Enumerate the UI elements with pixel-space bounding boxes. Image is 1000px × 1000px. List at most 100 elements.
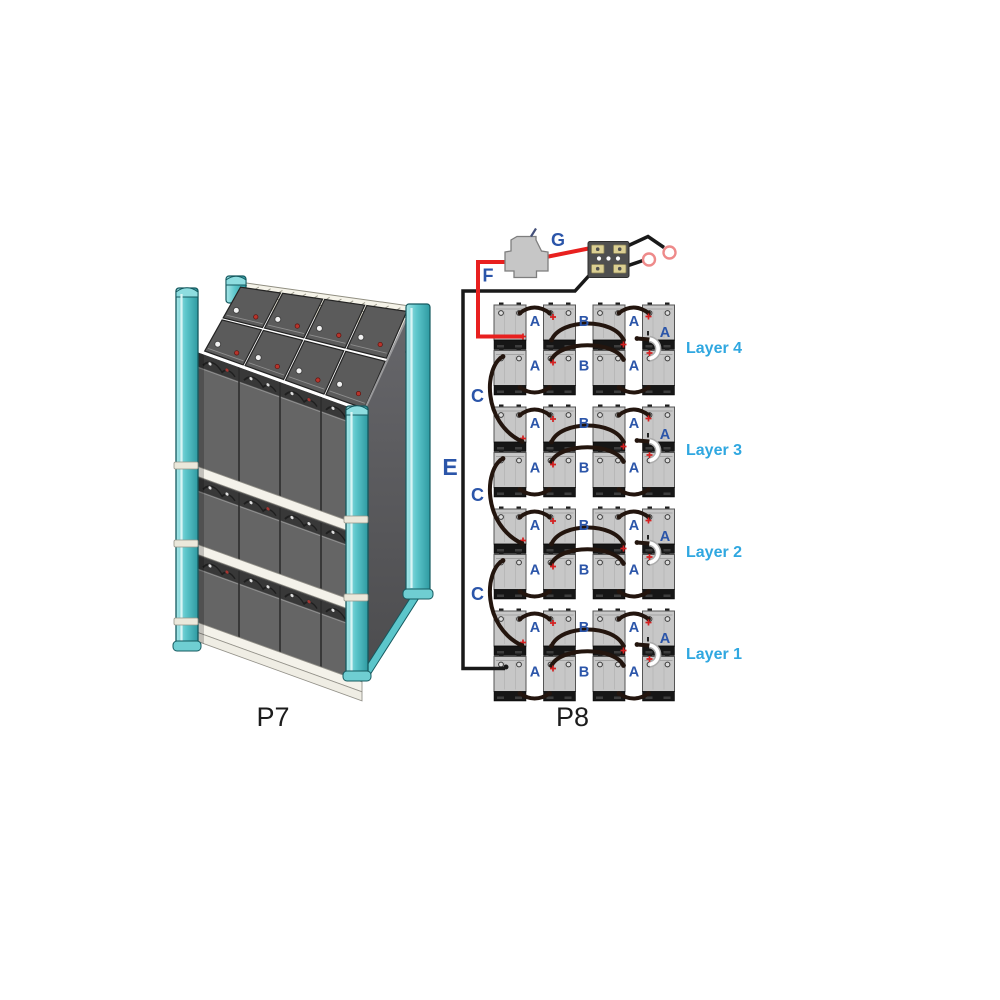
battery-terminal: [565, 457, 572, 464]
cable-lug: [547, 691, 552, 696]
connection-label-a: A: [530, 416, 541, 432]
cable-lug: [517, 589, 523, 594]
positive-terminal-mark: [550, 563, 556, 570]
cable-lug: [547, 310, 552, 316]
battery-terminal: [615, 355, 621, 362]
battery-cell-body: [493, 554, 527, 590]
cable-lug: [616, 616, 622, 622]
series-cable-a: [518, 691, 551, 701]
battery-rack-p7: [172, 275, 434, 702]
battery-cell: [493, 608, 527, 656]
rack-battery-top: [244, 329, 304, 381]
battery-cell: [543, 348, 576, 396]
battery-terminal: [565, 661, 572, 668]
cable-lug: [517, 616, 523, 622]
battery-terminal-nub: [598, 608, 603, 612]
series-cable-a: [518, 385, 551, 395]
positive-terminal-mark: [550, 620, 556, 626]
battery-terminal-nub: [598, 450, 603, 454]
series-cable-a: [518, 487, 551, 497]
battery-terminal: [664, 616, 671, 622]
positive-terminal-mark: [620, 545, 627, 552]
rack-battery-top: [203, 319, 263, 366]
series-cable-a: [617, 385, 650, 395]
connection-label-a: A: [660, 631, 671, 647]
battery-terminal-cap-red: [294, 323, 300, 329]
positive-terminal-mark: [550, 518, 556, 524]
connection-label-a: A: [629, 620, 640, 636]
battery-terminal-cap-red: [253, 314, 259, 320]
cable-lug: [547, 616, 552, 622]
battery-terminal: [565, 559, 572, 566]
rack-front-face: [197, 352, 363, 702]
rack-battery-top: [325, 350, 386, 410]
parallel-cable-b: [549, 321, 626, 342]
battery-terminal: [664, 355, 671, 362]
cable-lug: [646, 691, 651, 696]
battery-cell-body: [543, 452, 576, 488]
battery-cell-base: [493, 543, 527, 554]
battery-cell-body: [493, 452, 527, 488]
positive-terminal-mark: [620, 443, 627, 450]
row-link-cable-highlight: [648, 439, 660, 463]
layer-label: Layer 1: [686, 646, 742, 663]
parallel-cable-b: [549, 525, 626, 546]
battery-terminal: [498, 616, 504, 622]
positive-wire-f: [476, 260, 523, 339]
battery-terminal: [597, 457, 603, 464]
battery-cell: [543, 552, 576, 600]
battery-terminal-nub: [516, 348, 521, 352]
battery-cell: [493, 654, 527, 702]
battery-terminal-nub: [665, 450, 670, 454]
cable-lug: [616, 691, 622, 696]
connection-label-a: A: [660, 427, 671, 443]
battery-terminal-nub: [516, 302, 521, 306]
battery-terminal: [615, 661, 621, 668]
connection-label-a: A: [629, 665, 640, 681]
battery-terminal-nub: [548, 302, 553, 306]
battery-terminal: [597, 310, 603, 316]
positive-terminal-mark: [550, 461, 556, 468]
cable-lug: [547, 589, 552, 594]
series-cable-a: [518, 407, 551, 417]
external-wiring: [461, 227, 677, 671]
battery-terminal: [664, 514, 671, 520]
battery-terminal-nub: [615, 552, 620, 556]
rack-top-face: [203, 286, 408, 410]
cable-lug: [517, 514, 523, 520]
battery-terminal: [516, 457, 522, 464]
battery-terminal-nub: [665, 302, 670, 306]
connection-label-b: B: [579, 314, 589, 330]
rack-post-back-right: [402, 303, 434, 600]
battery-terminal-nub: [647, 404, 652, 408]
cable-lug: [621, 459, 626, 464]
connection-label-b: B: [579, 563, 589, 579]
positive-terminal-mark: [550, 665, 556, 672]
battery-terminal-cap: [357, 333, 365, 341]
parallel-cable-b: [549, 547, 626, 565]
battery-terminal-nub: [665, 348, 670, 352]
positive-terminal-mark: [645, 415, 652, 422]
battery-terminal: [664, 310, 671, 316]
battery-terminal-nub: [499, 302, 504, 306]
battery-terminal: [565, 514, 572, 520]
layer-label: Layer 4: [686, 340, 742, 357]
connection-label-b: B: [579, 416, 589, 432]
wire-label-c: C: [471, 584, 484, 604]
connection-label-a: A: [530, 461, 541, 477]
battery-terminal-nub: [548, 654, 553, 658]
battery-terminal: [565, 412, 572, 418]
battery-terminal-nub: [598, 654, 603, 658]
connection-label-a: A: [530, 359, 541, 375]
battery-terminal-nub: [665, 404, 670, 408]
battery-terminal: [565, 616, 572, 622]
series-cable-a: [518, 509, 551, 519]
battery-terminal-nub: [548, 348, 553, 352]
battery-terminal-nub: [615, 506, 620, 510]
battery-terminal-nub: [598, 506, 603, 510]
positive-terminal-mark: [550, 359, 556, 366]
layer-label: Layer 3: [686, 442, 742, 459]
